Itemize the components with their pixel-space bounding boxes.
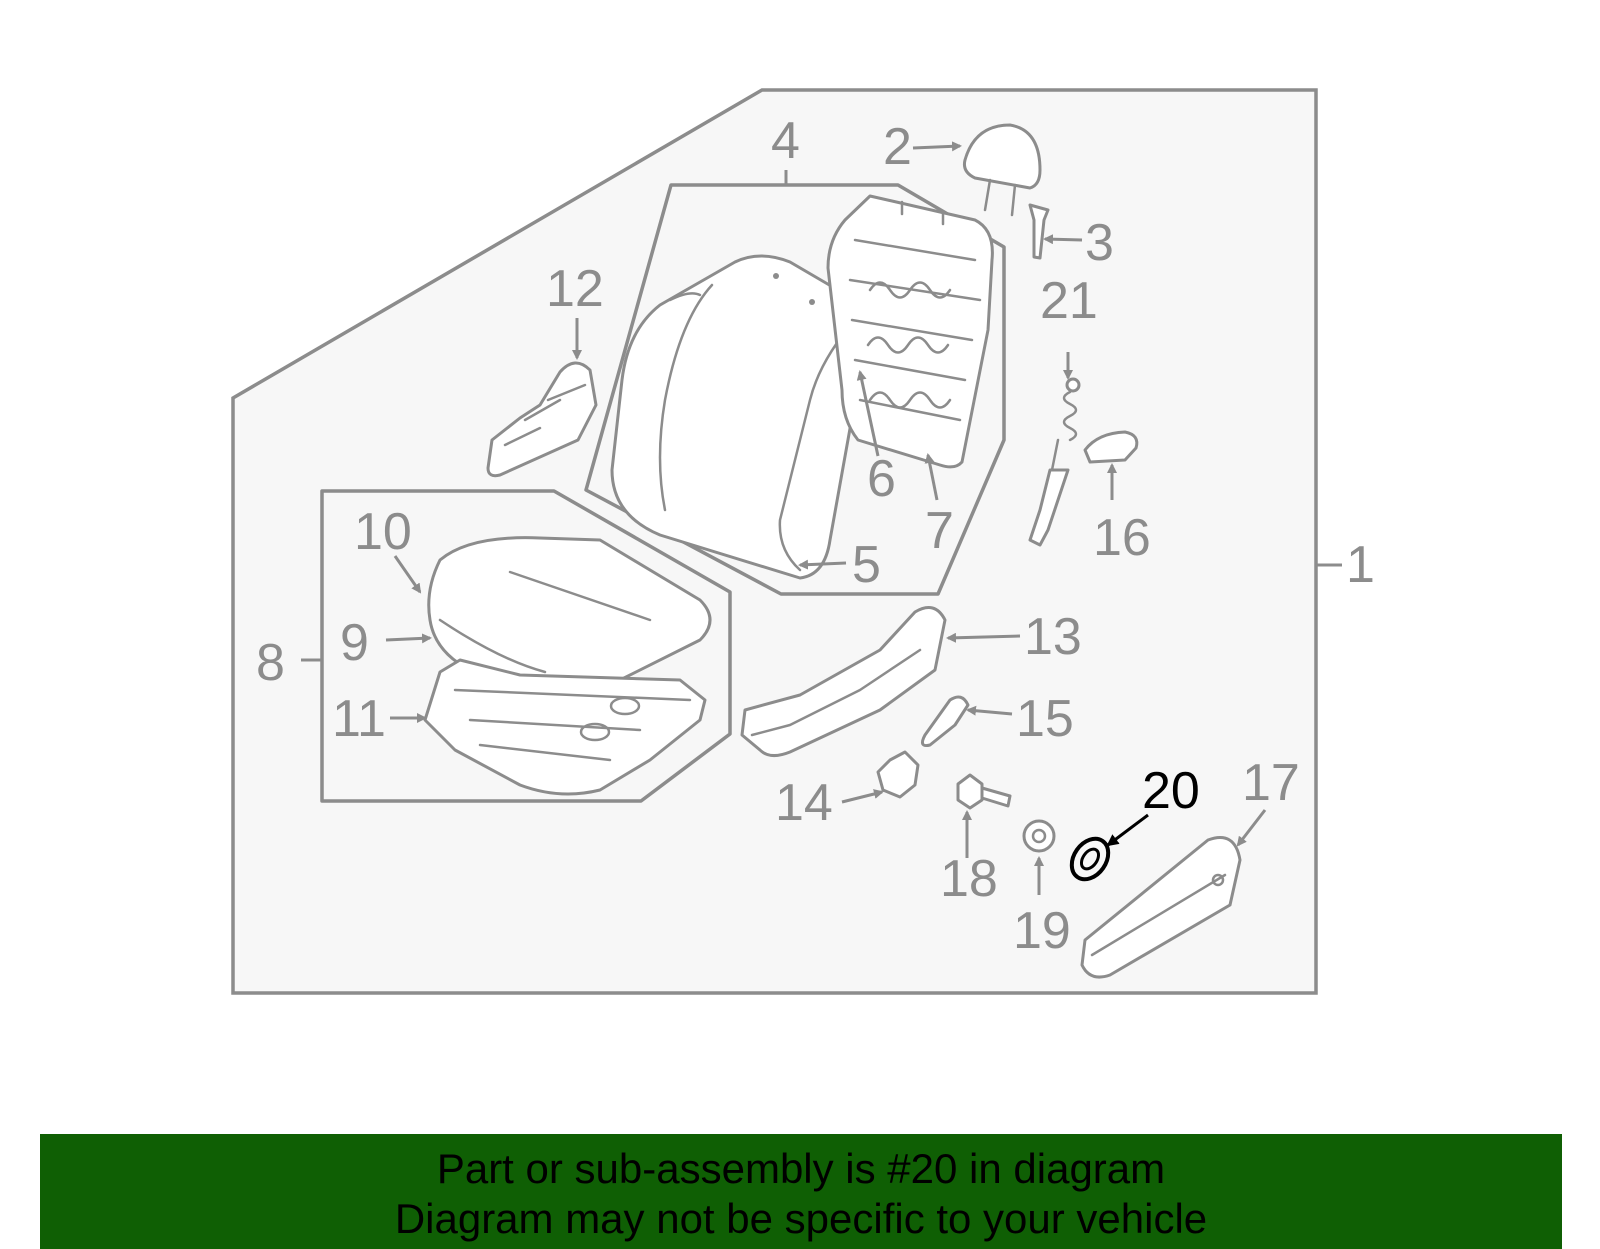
callout-5: 5 xyxy=(852,536,881,594)
headrest xyxy=(963,123,1042,217)
cushion-frame xyxy=(320,489,732,803)
side-shield xyxy=(740,606,947,757)
callout-3: 3 xyxy=(1085,214,1114,272)
banner-line-disclaimer: Diagram may not be specific to your vehi… xyxy=(394,1195,1208,1242)
callout-17: 17 xyxy=(1242,754,1300,812)
callout-15: 15 xyxy=(1016,690,1074,748)
side-cover xyxy=(1080,836,1242,979)
callout-14: 14 xyxy=(775,774,833,832)
handle-cover xyxy=(920,695,970,747)
seat-back-spring-frame xyxy=(826,194,994,469)
callout-20-highlighted: 20 xyxy=(1142,762,1200,820)
clip xyxy=(876,750,920,799)
callout-19: 19 xyxy=(1013,902,1071,960)
callout-9: 9 xyxy=(340,614,369,672)
parts-diagram: 1 2 3 4 5 6 7 8 9 10 11 12 13 14 15 16 1… xyxy=(231,88,1375,995)
bolt xyxy=(956,773,1012,810)
callout-4: 4 xyxy=(771,112,800,170)
callout-6: 6 xyxy=(867,450,896,508)
callout-1: 1 xyxy=(1346,536,1375,594)
callout-16: 16 xyxy=(1093,509,1151,567)
adjuster-rod xyxy=(1028,377,1081,547)
recliner-cover xyxy=(486,361,598,478)
banner-line-part: Part or sub-assembly is #20 in diagram xyxy=(436,1145,1166,1192)
leader-lines xyxy=(301,141,1342,895)
cushion-pan xyxy=(423,658,707,796)
seat-back-frame xyxy=(584,183,1006,596)
washer-part-20 xyxy=(1069,836,1111,882)
callout-11: 11 xyxy=(332,690,386,748)
headrest-guide xyxy=(1028,203,1050,260)
callout-18: 18 xyxy=(940,850,998,908)
nut xyxy=(1022,819,1056,853)
info-banner: Part or sub-assembly is #20 in diagram D… xyxy=(40,1134,1562,1249)
callout-8: 8 xyxy=(256,634,285,692)
callout-13: 13 xyxy=(1024,608,1082,666)
callout-7: 7 xyxy=(925,502,954,560)
callout-21: 21 xyxy=(1040,272,1098,330)
callout-2: 2 xyxy=(883,118,912,176)
callout-10: 10 xyxy=(354,503,412,561)
callout-12: 12 xyxy=(546,260,604,318)
lever-knob xyxy=(1083,430,1139,464)
